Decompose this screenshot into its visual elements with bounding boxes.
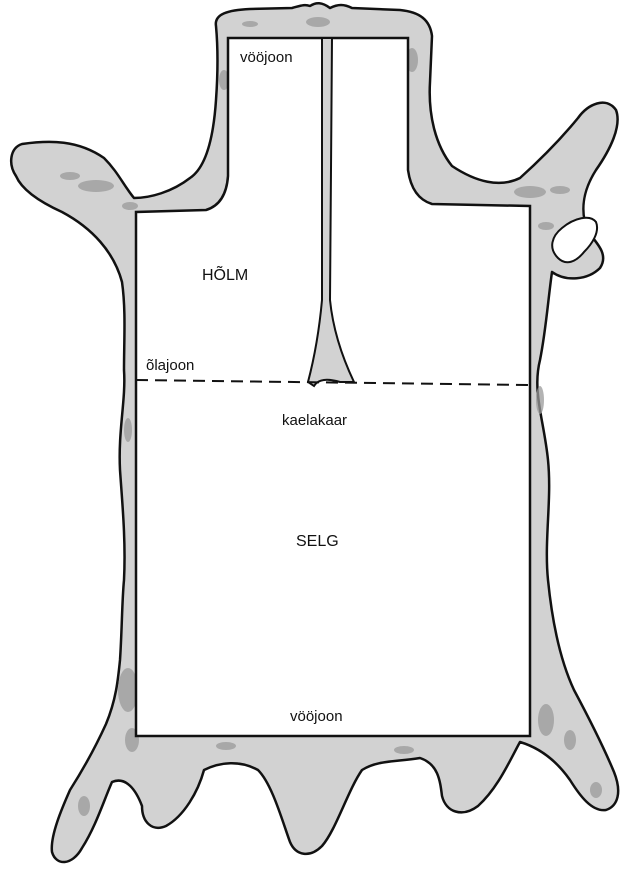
label-region-lower: SELG bbox=[296, 533, 339, 550]
label-neck-notch: kaelakaar bbox=[282, 412, 347, 429]
label-region-upper: HÕLM bbox=[202, 264, 248, 284]
label-waist-bottom: vööjoon bbox=[290, 708, 343, 725]
label-waist-top: vööjoon bbox=[240, 49, 293, 66]
cut-area bbox=[136, 38, 530, 736]
label-shoulder-line: õlajoon bbox=[146, 357, 194, 374]
